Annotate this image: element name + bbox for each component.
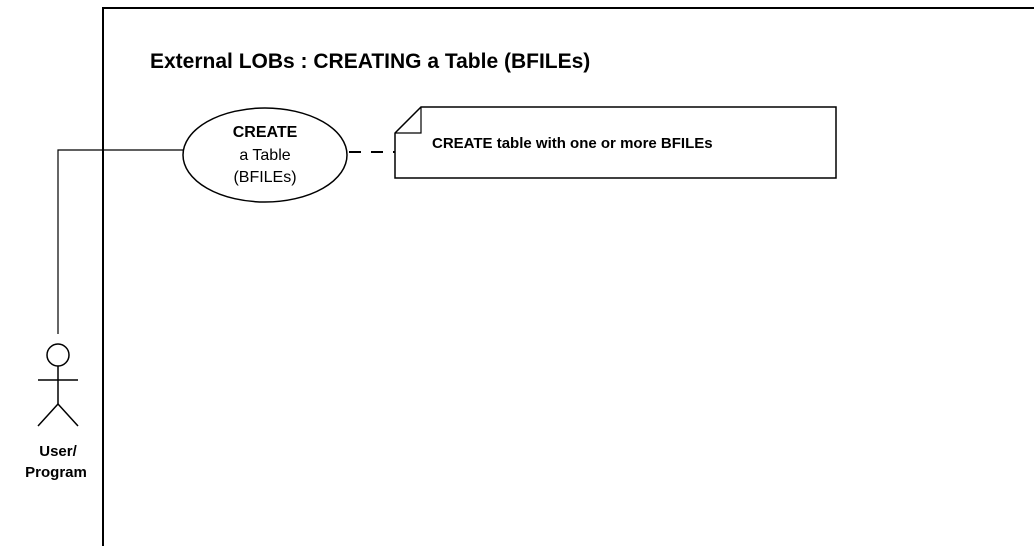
note-fold	[395, 107, 422, 134]
actor-label-line1: User/	[39, 443, 77, 460]
actor-user-program: User/ Program	[25, 343, 87, 481]
note-text: CREATE table with one or more BFILEs	[432, 135, 713, 152]
actor-left-leg	[37, 403, 59, 427]
diagram-title: External LOBs : CREATING a Table (BFILEs…	[150, 50, 590, 73]
use-case-ellipse	[182, 107, 348, 203]
use-case-label-object: a Table	[239, 147, 290, 164]
association-line	[57, 149, 183, 334]
actor-head	[46, 343, 70, 367]
use-case-label-qualifier: (BFILEs)	[233, 169, 296, 186]
actor-label-line2: Program	[25, 464, 87, 481]
note-shape	[394, 106, 837, 179]
system-boundary	[102, 7, 1034, 546]
use-case-create-table: CREATE a Table (BFILEs)	[182, 107, 348, 203]
note: CREATE table with one or more BFILEs	[394, 106, 837, 179]
actor-right-leg	[57, 403, 79, 427]
use-case-label-verb: CREATE	[233, 124, 298, 141]
